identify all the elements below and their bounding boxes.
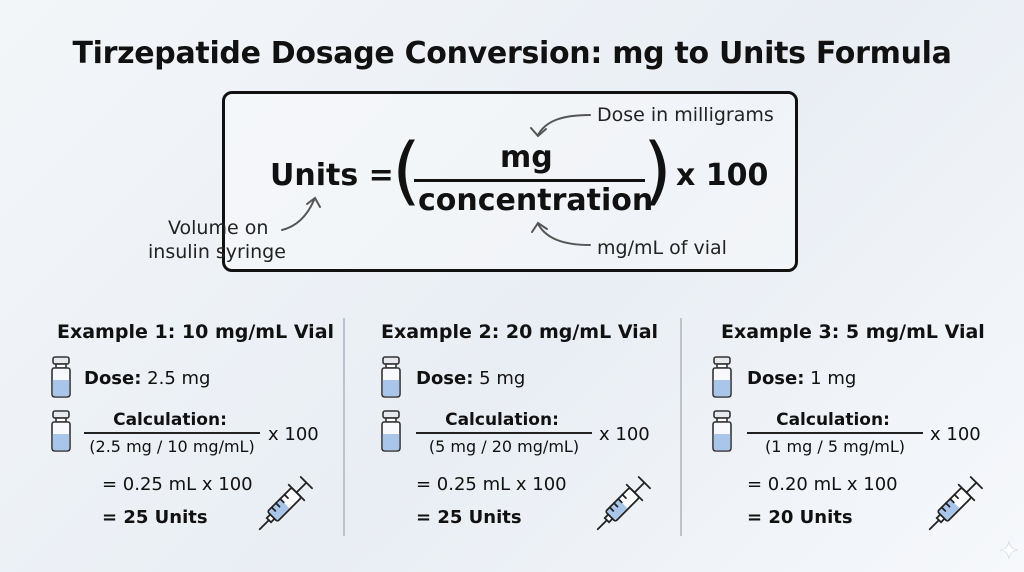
note-dose-in-milligrams: Dose in milligrams [597,104,774,126]
arrow-to-numerator [537,114,591,136]
calculation-step: = 0.20 mL x 100 [747,474,898,495]
arrow-to-lhs-head [306,196,321,208]
formula-multiplier: x 100 [676,158,769,193]
calculation-label: Calculation: [445,410,559,430]
dose-label: Dose: [84,368,142,389]
page-title: Tirzepatide Dosage Conversion: mg to Uni… [72,36,952,71]
sparkle-icon [999,540,1019,560]
calculation-label: Calculation: [113,410,227,430]
dose-label: Dose: [416,368,474,389]
arrow-to-lhs [281,199,315,231]
calculation-multiplier: x 100 [599,424,650,445]
calculation-fraction-bar [416,432,592,434]
calculation-denominator: (2.5 mg / 10 mg/mL) [89,437,255,456]
calculation-denominator: (5 mg / 20 mg/mL) [428,437,580,456]
calculation-denominator: (1 mg / 5 mg/mL) [765,437,905,456]
dose-line: Dose: 5 mg [416,368,525,389]
dose-value: 2.5 mg [147,368,211,389]
calculation-result: = 20 Units [747,507,853,528]
example-title: Example 1: 10 mg/mL Vial [57,321,335,343]
example-title: Example 3: 5 mg/mL Vial [721,321,985,343]
vial-icon [51,356,71,398]
note-units-line2: insulin syringe [148,241,286,263]
calculation-step: = 0.25 mL x 100 [416,474,567,495]
dose-value: 1 mg [810,368,857,389]
vial-icon [381,356,401,398]
formula-denominator: concentration [418,183,654,218]
formula-right-paren: ) [643,128,672,214]
arrow-to-denominator-head [531,221,548,233]
column-divider [343,318,345,536]
calculation-multiplier: x 100 [268,424,319,445]
calculation-result: = 25 Units [416,507,522,528]
calculation-fraction-bar [747,432,923,434]
formula-numerator: mg [500,140,553,175]
vial-icon [712,356,732,398]
dose-value: 5 mg [479,368,526,389]
note-mg-per-ml: mg/mL of vial [597,237,727,259]
syringe-icon [596,476,651,531]
formula-fraction-bar [414,179,645,182]
dose-label: Dose: [747,368,805,389]
note-units-line1: Volume on [168,217,269,239]
dose-line: Dose: 1 mg [747,368,856,389]
calculation-fraction-bar [84,432,260,434]
arrow-to-numerator-head [530,127,547,138]
syringe-icon [258,476,313,531]
dose-line: Dose: 2.5 mg [84,368,210,389]
vial-icon [51,410,71,452]
arrow-to-denominator [537,223,591,246]
vial-icon [381,410,401,452]
calculation-step: = 0.25 mL x 100 [102,474,253,495]
calculation-multiplier: x 100 [930,424,981,445]
syringe-icon [928,476,983,531]
formula-left-paren: ( [392,128,421,214]
column-divider [680,318,682,536]
example-title: Example 2: 20 mg/mL Vial [381,321,659,343]
calculation-result: = 25 Units [102,507,208,528]
vial-icon [712,410,732,452]
calculation-label: Calculation: [776,410,890,430]
formula-lhs: Units = [270,158,394,193]
